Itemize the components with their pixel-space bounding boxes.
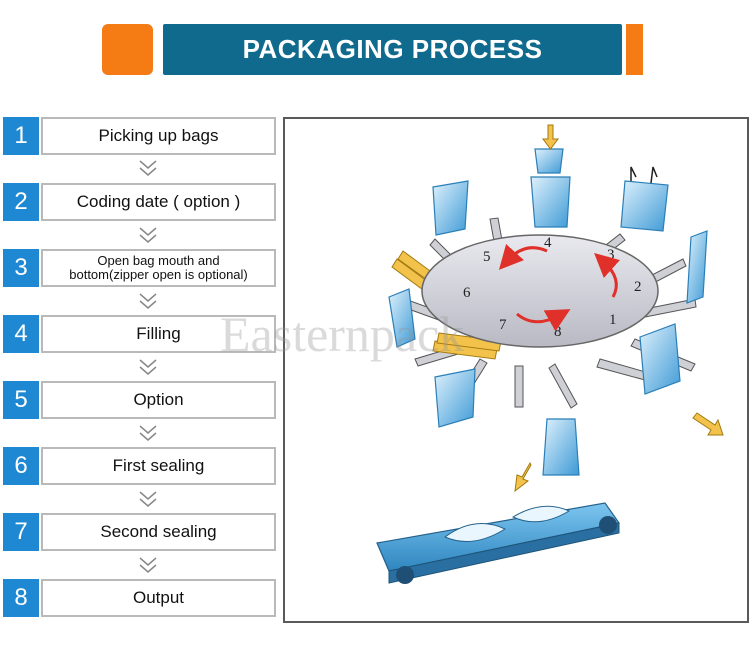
chevron-down-icon	[139, 425, 157, 441]
step-number: 2	[3, 183, 39, 221]
step-8: 8 Output	[3, 579, 276, 617]
arrow-bag-in	[542, 124, 559, 150]
chevron-down-icon	[139, 227, 157, 243]
station-number-8: 8	[554, 324, 562, 340]
step-label: Option	[41, 381, 276, 419]
page-title: PACKAGING PROCESS	[163, 24, 622, 75]
header-orange-accent	[626, 24, 643, 75]
step-label: Open bag mouth and bottom(zipper open is…	[41, 249, 276, 287]
step-number: 5	[3, 381, 39, 419]
step-label: Coding date ( option )	[41, 183, 276, 221]
chevron-down-icon	[139, 557, 157, 573]
chevron-down-icon	[139, 359, 157, 375]
step-number: 4	[3, 315, 39, 353]
step-2: 2 Coding date ( option )	[3, 183, 276, 221]
step-label: First sealing	[41, 447, 276, 485]
step-number: 8	[3, 579, 39, 617]
output-conveyor	[376, 502, 621, 584]
station-number-4: 4	[544, 235, 552, 251]
arrow-output	[514, 461, 532, 493]
step-7: 7 Second sealing	[3, 513, 276, 551]
step-label: Second sealing	[41, 513, 276, 551]
rotary-machine-illustration: 1 2 3 4 5 6 7 8	[376, 124, 724, 584]
step-label: Output	[41, 579, 276, 617]
feed-arrows	[514, 124, 724, 493]
step-3: 3 Open bag mouth and bottom(zipper open …	[3, 249, 276, 287]
rotary-table	[421, 234, 659, 348]
step-label: Picking up bags	[41, 117, 276, 155]
step-number: 7	[3, 513, 39, 551]
step-1: 1 Picking up bags	[3, 117, 276, 155]
step-number: 6	[3, 447, 39, 485]
station-number-6: 6	[463, 285, 471, 301]
step-4: 4 Filling	[3, 315, 276, 353]
step-5: 5 Option	[3, 381, 276, 419]
station-number-1: 1	[609, 312, 617, 328]
step-number: 3	[3, 249, 39, 287]
arrow-product-in	[692, 412, 724, 436]
rotation-arrows	[498, 244, 620, 332]
chevron-down-icon	[139, 160, 157, 176]
station-number-2: 2	[634, 279, 642, 295]
pouch-bags	[388, 148, 708, 476]
chevron-down-icon	[139, 491, 157, 507]
station-number-7: 7	[499, 317, 507, 333]
bag-holder-rods	[630, 166, 658, 184]
machine-diagram-panel: 1 2 3 4 5 6 7 8	[220, 117, 749, 623]
step-label: Filling	[41, 315, 276, 353]
step-number: 1	[3, 117, 39, 155]
station-number-3: 3	[607, 247, 615, 263]
station-number-5: 5	[483, 249, 491, 265]
header-orange-square	[102, 24, 153, 75]
step-6: 6 First sealing	[3, 447, 276, 485]
chevron-down-icon	[139, 293, 157, 309]
